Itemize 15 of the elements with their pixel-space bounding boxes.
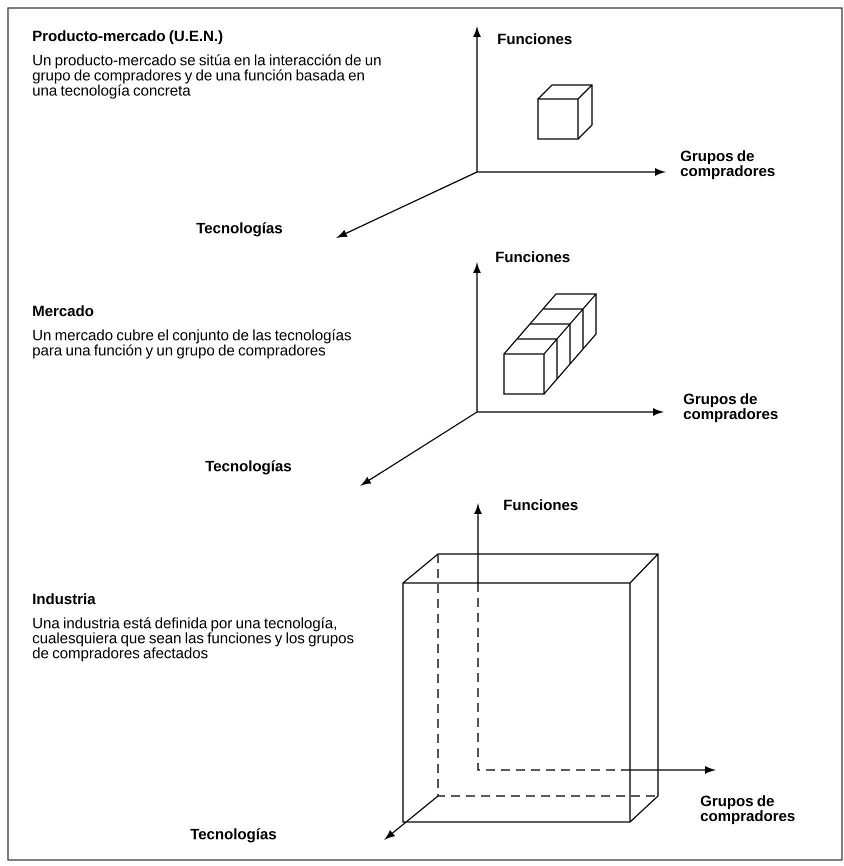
description-text: Una industria está definida por una tecnología, cualesquiera que sean las funciones y los grupos de compradores afectados [32,617,354,662]
axis-label: Grupos de compradores [700,795,795,824]
axis-label: Grupos de compradores [684,393,778,422]
axis-label: Tecnologías [205,460,291,474]
axis-label: Grupos de compradores [680,150,775,180]
description-text: Un producto-mercado se sitúa en la interacción de un grupo de compradores y de una función basada en una tecnología concreta [32,54,381,99]
axis-label: Funciones [504,499,578,510]
section-heading: Industria [33,593,96,604]
axis-label: Funciones [496,251,570,262]
axis-label: Tecnologías [190,828,276,842]
section-heading: Producto-mercado (U.E.N.) [33,30,222,44]
description-text: Un mercado cubre el conjunto de las tecnologías para una función y un grupo de compradores [33,329,351,358]
section-heading: Mercado [33,305,94,316]
axis-label: Tecnologías [196,222,282,236]
axis-label: Funciones [498,33,572,44]
